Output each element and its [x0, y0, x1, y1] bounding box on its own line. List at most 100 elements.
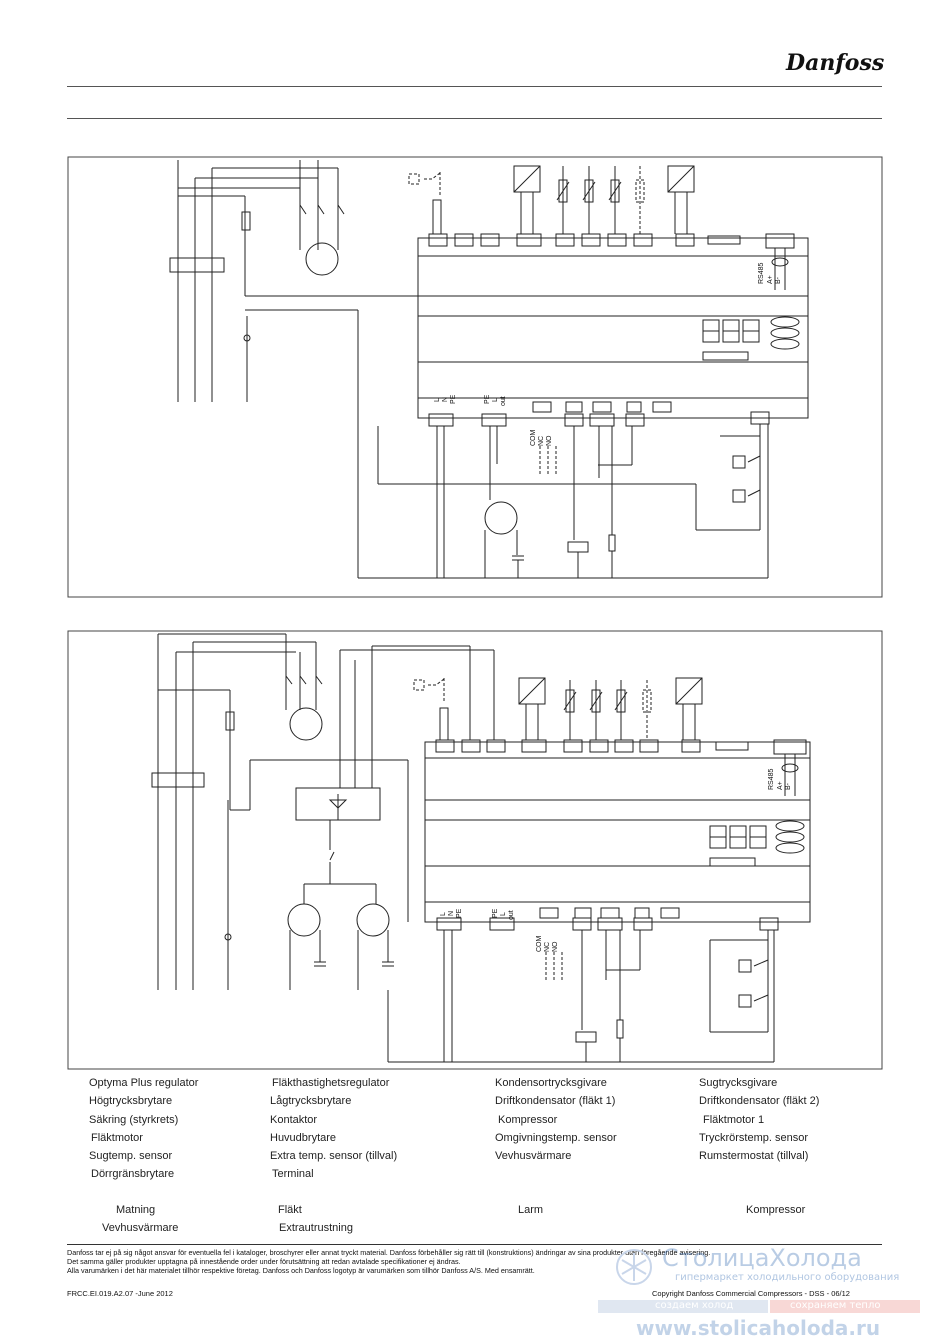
- watermark-slogan-right: сохраняем тепло: [790, 1300, 881, 1311]
- label-out-L-2: L: [500, 912, 507, 916]
- bottom-wiring-2: [387, 907, 779, 1063]
- legend-group: Matning: [116, 1204, 156, 1216]
- label-NO: NO: [546, 435, 553, 447]
- main-switch-1: [169, 257, 225, 273]
- watermark-slogan-right-bg: [770, 1300, 920, 1313]
- terminal-post-1: [432, 199, 442, 235]
- legend-item: Högtrycksbrytare: [89, 1095, 173, 1107]
- label-b-minus-2: B-: [785, 783, 792, 790]
- label-out-out: out: [500, 396, 507, 406]
- wiring-diagram-1: [67, 156, 883, 598]
- legend-group: Larm: [518, 1204, 544, 1216]
- snowflake-icon: [616, 1249, 652, 1285]
- legend-item: Vevhusvärmare: [495, 1150, 572, 1162]
- watermark-slogan-left-bg: [598, 1300, 768, 1313]
- terminal-post-2: [439, 707, 449, 741]
- legend-item: Kondensortrycksgivare: [495, 1077, 607, 1089]
- legend-item: Omgivningstemp. sensor: [495, 1132, 617, 1144]
- label-PE: PE: [450, 394, 457, 404]
- legend-item: Driftkondensator (fläkt 2): [699, 1095, 820, 1107]
- fan-motor-1: [484, 501, 518, 535]
- label-NO-2: NO: [552, 941, 559, 953]
- label-out-PE: PE: [484, 394, 491, 404]
- label-rs485: RS485: [758, 262, 765, 284]
- pressure-transmitters-2: [518, 677, 703, 740]
- label-a-plus-2: A+: [777, 781, 784, 790]
- display-digits-1: [702, 316, 800, 361]
- legend-item: Fläktmotor 1: [703, 1114, 765, 1126]
- label-NC: NC: [538, 435, 545, 446]
- top-terminals-2: [435, 739, 807, 755]
- legend-item: Tryckrörstemp. sensor: [699, 1132, 809, 1144]
- legend-item: Sugtemp. sensor: [89, 1150, 173, 1162]
- legend-group: Vevhusvärmare: [102, 1222, 179, 1234]
- label-NC-2: NC: [544, 941, 551, 952]
- main-switch-2: [151, 772, 205, 788]
- watermark-slogan-left: создаем холод: [655, 1300, 734, 1311]
- watermark-subtitle: гипермаркет холодильного оборудования: [675, 1272, 900, 1283]
- watermark-title: СтолицаХолода: [662, 1244, 862, 1272]
- fuse-1: [241, 211, 251, 231]
- label-out-PE-2: PE: [492, 908, 499, 918]
- controller-unit-2: [424, 741, 811, 923]
- legend-item: Lågtrycksbrytare: [270, 1095, 352, 1107]
- controller-unit-1: [417, 237, 809, 419]
- legend-item: Terminal: [272, 1168, 314, 1180]
- doc-code: FRCC.EI.019.A2.07 -June 2012: [67, 1289, 173, 1298]
- door-switch-2: [413, 678, 445, 702]
- temp-sensors-1: [556, 166, 645, 234]
- legend-item: Fläktmotor: [91, 1132, 143, 1144]
- watermark-url: www.stolicaholoda.ru: [636, 1316, 881, 1340]
- disclaimer-line: Alla varumärken i det här materialet til…: [67, 1266, 535, 1275]
- label-COM-2: COM: [536, 935, 543, 952]
- label-COM: COM: [530, 429, 537, 446]
- mains-wiring-1: [169, 160, 418, 418]
- display-digits-2: [709, 820, 805, 867]
- legend-item: Extra temp. sensor (tillval): [270, 1150, 398, 1162]
- danfoss-logo-text: Danfoss: [785, 50, 884, 76]
- copyright: Copyright Danfoss Commercial Compressors…: [652, 1289, 850, 1298]
- fan-motor-2a: [287, 903, 321, 937]
- legend-item: Rumstermostat (tillval): [699, 1150, 809, 1162]
- legend-group: Fläkt: [278, 1204, 302, 1216]
- legend-item: Dörrgränsbrytare: [91, 1168, 175, 1180]
- label-rs485-2: RS485: [768, 768, 775, 790]
- legend-item: Driftkondensator (fläkt 1): [495, 1095, 616, 1107]
- danfoss-logo: Danfoss: [784, 44, 884, 80]
- label-a-plus: A+: [767, 275, 774, 284]
- label-L-2: L: [440, 912, 447, 916]
- label-N: N: [442, 396, 449, 402]
- top-terminals-1: [428, 233, 795, 249]
- fan-motor-2b: [356, 903, 390, 937]
- label-PE-2: PE: [456, 908, 463, 918]
- wiring-diagram-2: [67, 630, 883, 1070]
- legend-group: Kompressor: [746, 1204, 806, 1216]
- legend-item: Kontaktor: [270, 1114, 318, 1126]
- mains-wiring-2: [151, 633, 495, 990]
- legend-item: Optyma Plus regulator: [89, 1077, 199, 1089]
- label-out-out-2: out: [508, 910, 515, 920]
- legend-item: Säkring (styrkrets): [89, 1114, 179, 1126]
- door-switch-1: [408, 172, 441, 196]
- temp-sensors-2: [563, 680, 652, 740]
- label-L: L: [434, 398, 441, 402]
- label-out-L: L: [492, 398, 499, 402]
- header-rule-top: [67, 86, 882, 87]
- pressure-transmitters-1: [513, 165, 695, 234]
- fuse-2: [225, 711, 235, 731]
- label-N-2: N: [448, 910, 455, 916]
- disclaimer-line: Det samma gäller produkter upptagna på i…: [67, 1257, 461, 1266]
- bottom-wiring-1: [357, 401, 770, 579]
- legend-item: Kompressor: [498, 1114, 558, 1126]
- compressor-motor-2: [289, 707, 323, 741]
- header-rule-bottom: [67, 118, 882, 119]
- legend-item: Sugtrycksgivare: [699, 1077, 778, 1089]
- footer-rule: [67, 1244, 882, 1245]
- label-b-minus: B-: [775, 277, 782, 284]
- compressor-motor-1: [305, 242, 339, 276]
- legend-group: Extrautrustning: [279, 1222, 353, 1234]
- legend-item: Fläkthastighetsregulator: [272, 1077, 390, 1089]
- disclaimer-line: Danfoss tar ej på sig något ansvar för e…: [67, 1248, 711, 1257]
- legend-item: Huvudbrytare: [270, 1132, 337, 1144]
